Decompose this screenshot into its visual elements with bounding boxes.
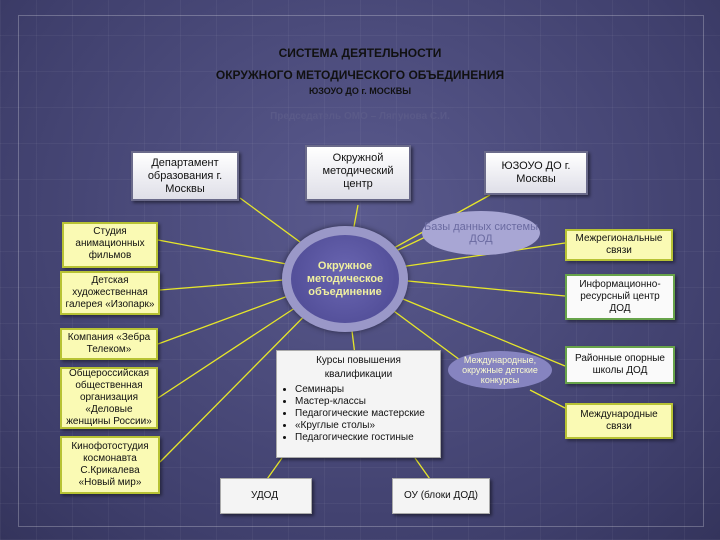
studio-box: Студия анимационных фильмов <box>62 222 158 268</box>
slide-frame <box>18 15 704 527</box>
title-line-2: ОКРУЖНОГО МЕТОДИЧЕСКОГО ОБЪЕДИНЕНИЯ <box>215 68 505 82</box>
department-box: Департамент образования г. Москвы <box>131 151 239 201</box>
databases-ellipse: Базы данных системы ДОД <box>422 211 540 255</box>
chair-caption: Председатель ОМО – Ляпунова С.И. <box>270 111 450 122</box>
title-line-3: ЮЗОУО ДО г. МОСКВЫ <box>308 86 411 96</box>
courses-title: Курсы повышения квалификации <box>316 355 401 380</box>
film-studio-box: Кинофотостудия космонавта С.Крикалева «Н… <box>60 436 160 494</box>
courses-item: Педагогические гостиные <box>295 432 434 444</box>
courses-item: «Круглые столы» <box>295 420 434 432</box>
courses-item: Мастер-классы <box>295 396 434 408</box>
courses-list: Семинары Мастер-классы Педагогические ма… <box>283 384 434 444</box>
international-box: Международные связи <box>565 403 673 439</box>
info-center-box: Информационно-ресурсный центр ДОД <box>565 274 675 320</box>
uzouo-box: ЮЗОУО ДО г. Москвы <box>484 151 588 195</box>
courses-item: Педагогические мастерские <box>295 408 434 420</box>
support-schools-box: Районные опорные школы ДОД <box>565 346 675 384</box>
contests-ellipse: Международные, окружные детские конкурсы <box>448 351 552 389</box>
title-line-1: СИСТЕМА ДЕЯТЕЛЬНОСТИ <box>278 46 442 60</box>
center-association-circle: Окружное методическое объединение <box>282 226 408 332</box>
zebra-box: Компания «Зебра Телеком» <box>60 328 158 360</box>
courses-box: Курсы повышения квалификации Семинары Ма… <box>276 350 441 458</box>
district-center-box: Окружной методический центр <box>305 145 411 201</box>
women-org-box: Общероссийская общественная организация … <box>60 367 158 429</box>
courses-item: Семинары <box>295 384 434 396</box>
udod-box: УДОД <box>220 478 312 514</box>
interregional-box: Межрегиональные связи <box>565 229 673 261</box>
gallery-box: Детская художественная галерея «Изопарк» <box>60 271 160 315</box>
ou-box: ОУ (блоки ДОД) <box>392 478 490 514</box>
